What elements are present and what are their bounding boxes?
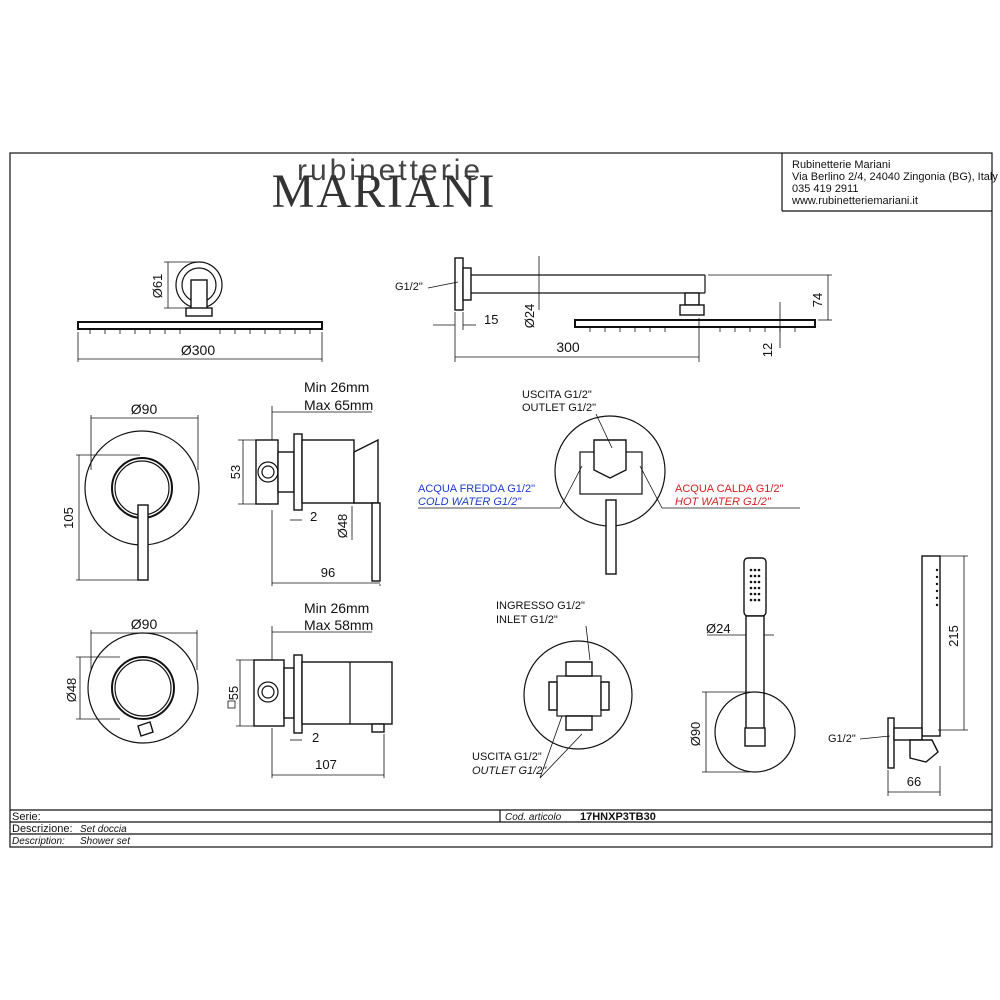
mixer-dim-body-diameter: Ø48	[335, 514, 350, 539]
mixer-outlet-label-en: OUTLET G1/2"	[522, 402, 596, 414]
dim-flange-depth: 15	[484, 312, 498, 327]
company-name: Rubinetterie Mariani	[792, 159, 890, 171]
cold-water-label-it: ACQUA FREDDA G1/2"	[418, 483, 535, 495]
mixer-max-depth: Max 65mm	[304, 397, 373, 413]
diverter-max-depth: Max 58mm	[304, 617, 373, 633]
mixer-front-view: Ø90 105	[61, 401, 200, 581]
hand-shower-dim-projection: 66	[907, 774, 921, 789]
diverter-connections-view: INGRESSO G1/2" INLET G1/2" USCITA G1/2" …	[472, 600, 633, 779]
hand-shower-front-view: Ø24 Ø90	[688, 557, 796, 773]
logo-top-text: rubinetterie	[297, 154, 483, 187]
title-block: Serie: Cod. articolo 17HNXP3TB30 Descriz…	[10, 809, 992, 847]
logo-main-text: MARIANI	[272, 165, 497, 218]
hot-water-label-it: ACQUA CALDA G1/2"	[675, 483, 784, 495]
descrizione-label: Descrizione:	[12, 823, 73, 835]
dim-head-thickness: 12	[760, 343, 775, 357]
descrizione-value: Set doccia	[80, 824, 127, 835]
company-info: Rubinetterie Mariani Via Berlino 2/4, 24…	[791, 159, 998, 207]
description-value: Shower set	[80, 836, 131, 847]
company-phone: 035 419 2911	[792, 183, 858, 195]
diverter-dim-body-diameter: Ø48	[64, 678, 79, 703]
company-address: Via Berlino 2/4, 24040 Zingonia (BG), It…	[792, 171, 998, 183]
cold-water-label-en: COLD WATER G1/2"	[418, 496, 522, 508]
diverter-dim-plate: 2	[312, 730, 319, 745]
brand-logo: rubinetterie MARIANI	[272, 154, 497, 218]
diverter-side-view: Min 26mm Max 58mm 55 2 107	[226, 600, 393, 778]
hand-shower-dim-plate: Ø90	[688, 722, 703, 747]
hand-shower-thread-label: G1/2"	[828, 733, 856, 745]
mixer-connections-view: USCITA G1/2" OUTLET G1/2" ACQUA FREDDA G…	[418, 389, 800, 575]
mixer-dim-length: 96	[321, 565, 335, 580]
shower-head-front-view: Ø61 Ø300	[77, 261, 323, 362]
mixer-dim-height: 105	[61, 507, 76, 529]
diverter-inlet-label-it: INGRESSO G1/2"	[496, 600, 585, 612]
dim-arm-diameter: Ø61	[150, 274, 165, 299]
mixer-min-depth: Min 26mm	[304, 379, 369, 395]
dim-drop-height: 74	[810, 293, 825, 307]
cod-value: 17HNXP3TB30	[580, 811, 656, 823]
hand-shower-dim-length: 215	[946, 625, 961, 647]
diverter-outlet-label-en: OUTLET G1/2"	[472, 765, 547, 777]
mixer-outlet-label-it: USCITA G1/2"	[522, 389, 592, 401]
cod-label: Cod. articolo	[505, 812, 562, 823]
sheet-frame	[9, 152, 993, 848]
company-web: www.rubinetteriemariani.it	[791, 195, 918, 207]
hand-shower-dim-diameter: Ø24	[706, 621, 731, 636]
diverter-outlet-label-it: USCITA G1/2"	[472, 751, 542, 763]
diverter-front-view: Ø90 Ø48	[64, 616, 199, 744]
dim-arm-tube-diameter: Ø24	[522, 304, 537, 329]
hand-shower-side-view: 215 G1/2" 66	[828, 555, 968, 796]
shower-head-side-view: G1/2" 15 Ø24 300 74 12	[395, 256, 832, 362]
dim-head-diameter: Ø300	[181, 342, 215, 358]
diverter-dim-diameter: Ø90	[131, 616, 158, 632]
serie-label: Serie:	[12, 811, 41, 823]
diverter-dim-box-height: 55	[226, 686, 241, 700]
diverter-dim-length: 107	[315, 757, 337, 772]
head-thread-label: G1/2"	[395, 281, 423, 293]
hot-water-label-en: HOT WATER G1/2"	[675, 496, 772, 508]
mixer-dim-diameter: Ø90	[131, 401, 158, 417]
diverter-inlet-label-en: INLET G1/2"	[496, 614, 558, 626]
mixer-side-view: Min 26mm Max 65mm 53 2 Ø48 96	[228, 379, 381, 586]
mixer-dim-box-height: 53	[228, 465, 243, 479]
dim-arm-length: 300	[556, 339, 580, 355]
description-label: Description:	[12, 836, 65, 847]
mixer-dim-plate: 2	[310, 509, 317, 524]
diverter-min-depth: Min 26mm	[304, 600, 369, 616]
